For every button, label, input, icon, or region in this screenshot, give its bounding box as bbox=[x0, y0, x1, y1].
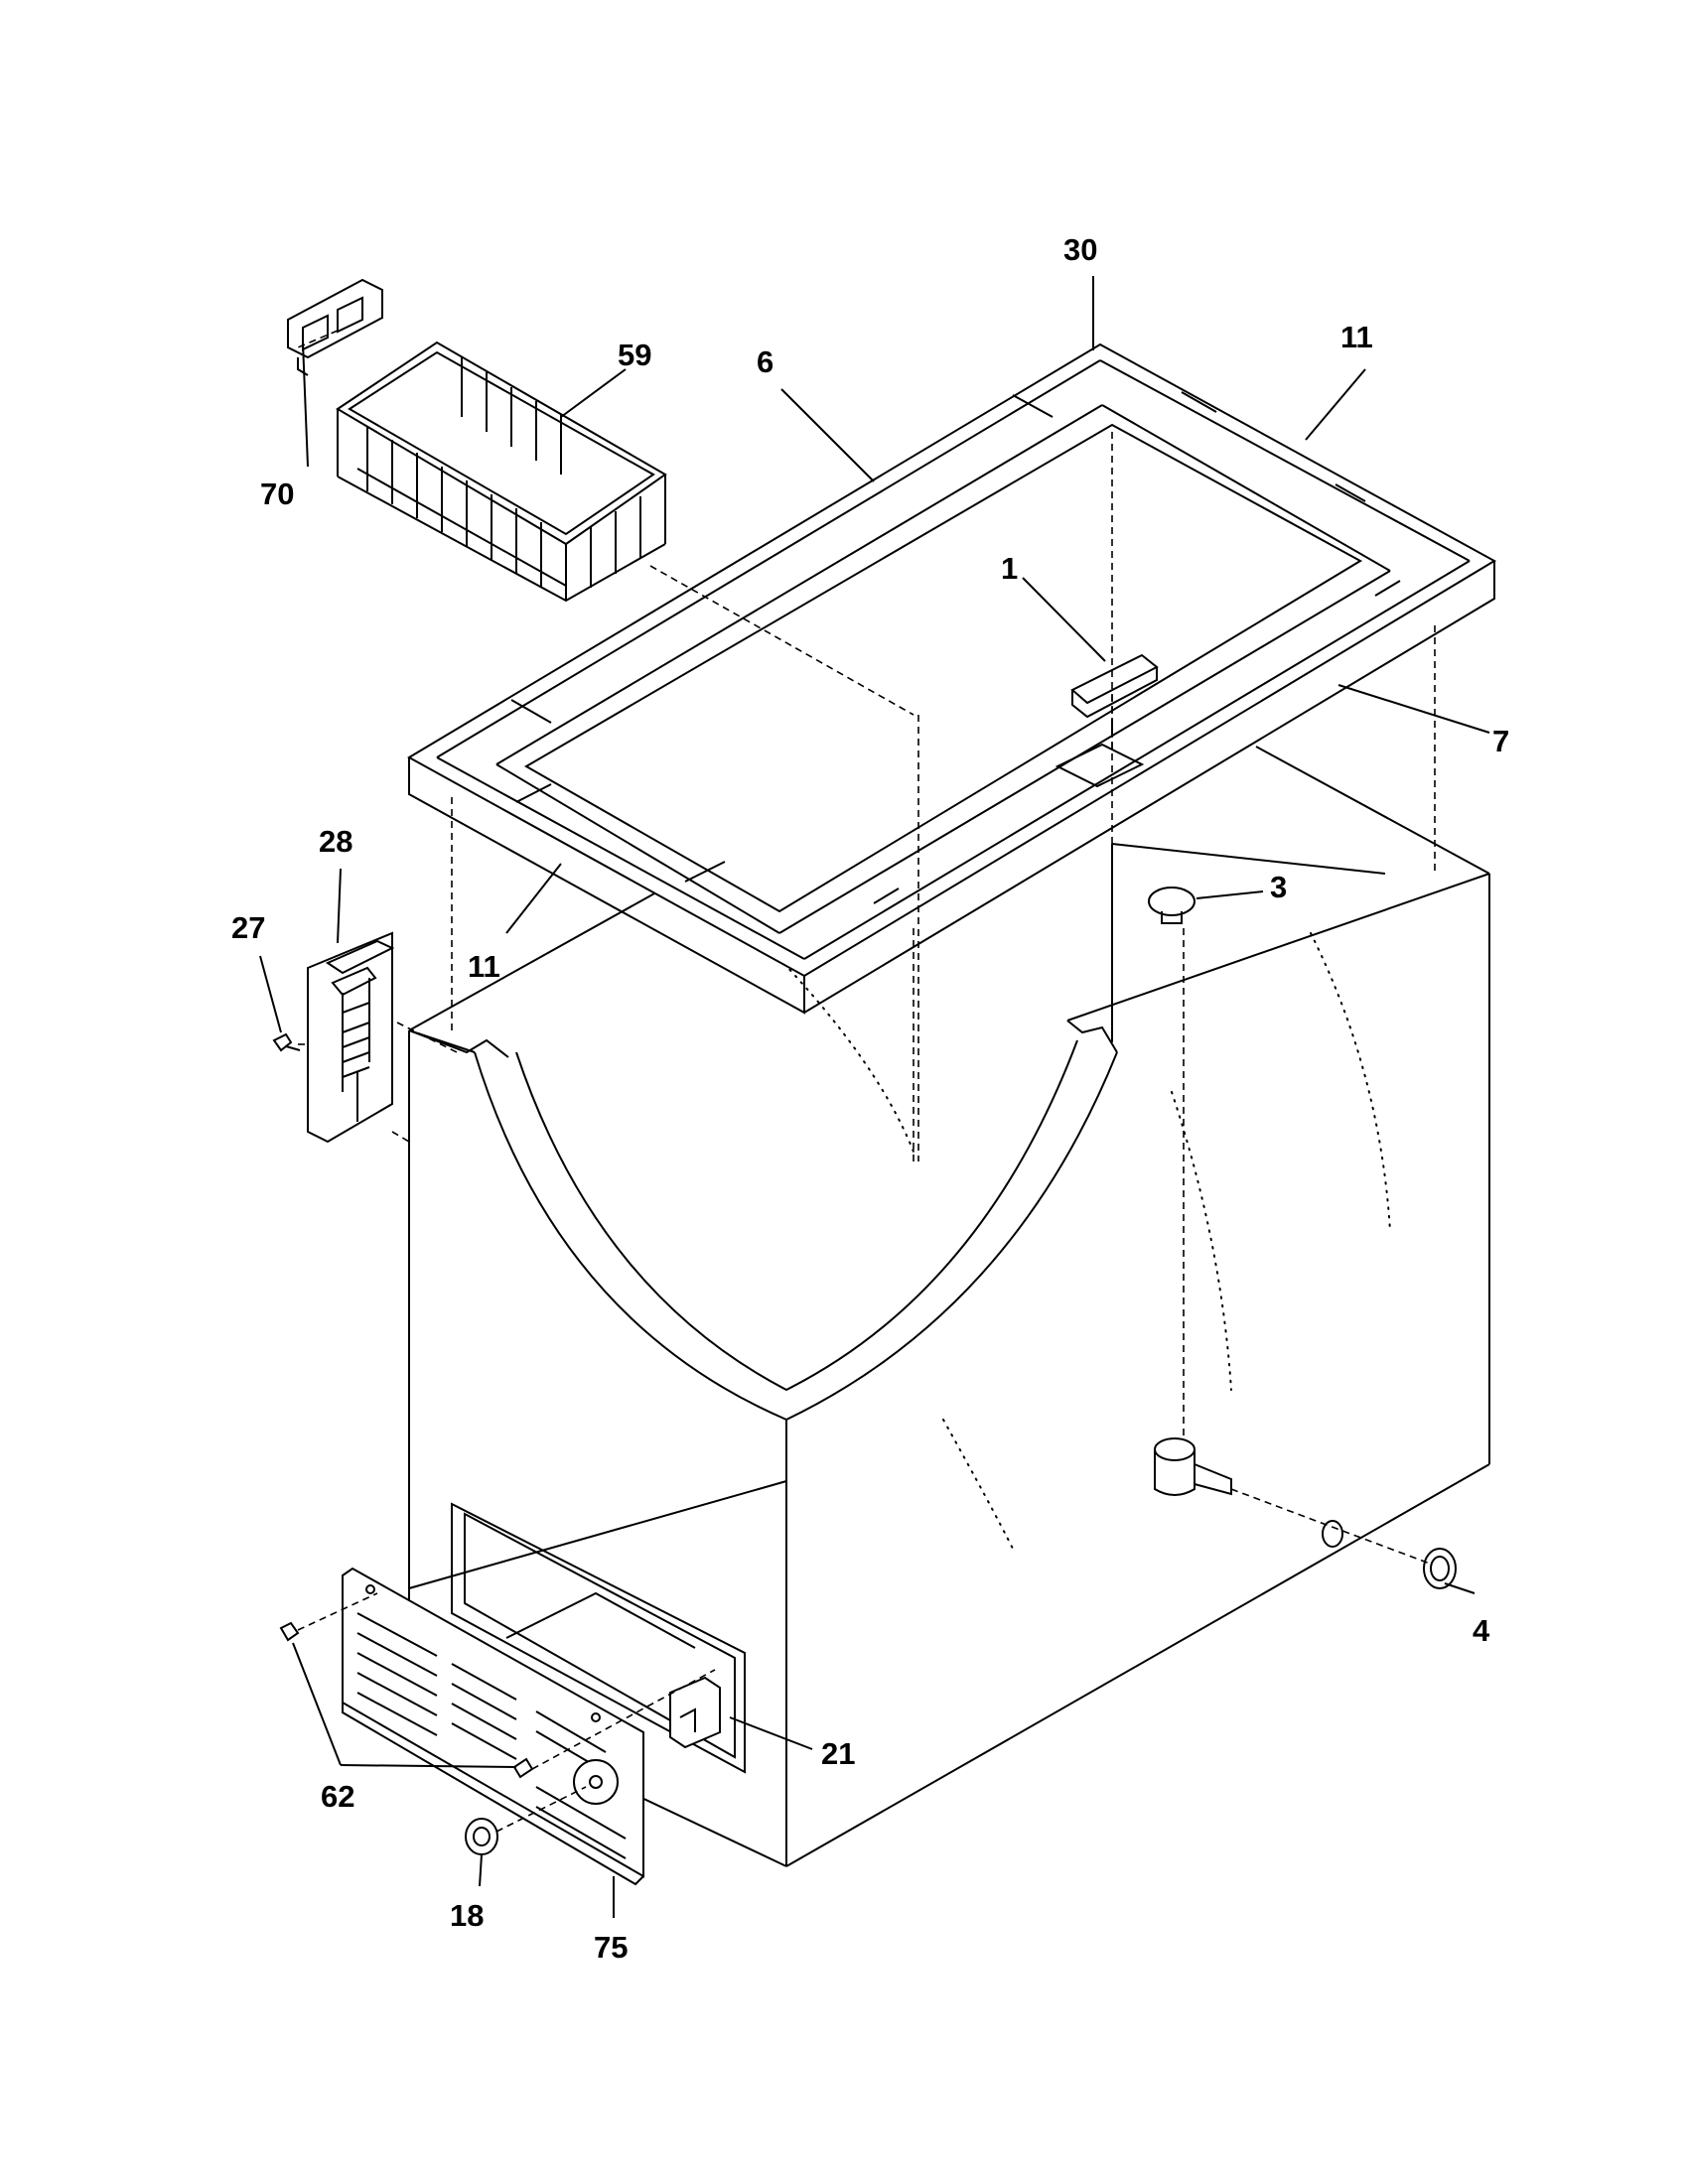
machine-compartment-opening bbox=[451, 1502, 746, 1774]
drain-cap bbox=[1423, 1548, 1457, 1589]
front-grille bbox=[342, 1567, 644, 1886]
knob bbox=[465, 1818, 498, 1855]
callout-3: 3 bbox=[1270, 870, 1287, 904]
callout-leaders bbox=[259, 276, 1490, 1918]
basket-divider bbox=[287, 278, 383, 376]
wire-basket bbox=[336, 341, 667, 603]
hinge-screw bbox=[272, 1032, 301, 1052]
callout-4: 4 bbox=[1473, 1613, 1490, 1648]
callout-28: 28 bbox=[319, 824, 352, 859]
callout-7: 7 bbox=[1492, 724, 1509, 758]
callout-75: 75 bbox=[594, 1930, 628, 1965]
callout-11-left: 11 bbox=[468, 949, 500, 984]
alignment-lines bbox=[297, 330, 1436, 1833]
callout-62: 62 bbox=[321, 1779, 354, 1814]
callout-21: 21 bbox=[821, 1736, 855, 1771]
callout-1: 1 bbox=[1001, 551, 1018, 586]
callout-18: 18 bbox=[450, 1898, 484, 1933]
drain-plug bbox=[1148, 887, 1196, 924]
callout-labels: 30 11 59 6 70 1 7 28 3 27 11 4 21 62 18 … bbox=[231, 232, 1509, 1965]
callout-11-top: 11 bbox=[1340, 320, 1373, 354]
drain-tube bbox=[1154, 1437, 1343, 1548]
lid-hinge bbox=[307, 931, 395, 1144]
lid-liner-frame bbox=[406, 342, 1497, 1015]
callout-6: 6 bbox=[757, 344, 774, 379]
callout-30: 30 bbox=[1063, 232, 1097, 267]
temperature-control bbox=[669, 1676, 721, 1749]
callout-70: 70 bbox=[260, 477, 294, 511]
callout-27: 27 bbox=[231, 910, 265, 945]
callout-59: 59 bbox=[618, 338, 651, 372]
